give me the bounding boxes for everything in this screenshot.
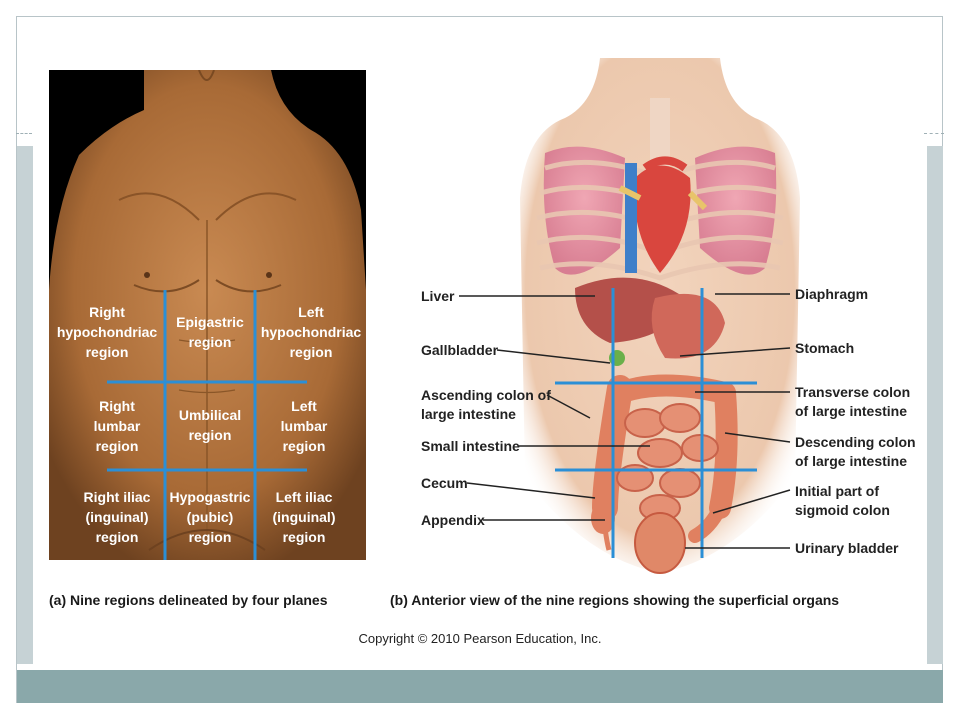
organ-label-right-1: Stomach bbox=[795, 340, 854, 356]
side-bar-right bbox=[927, 146, 943, 664]
organ-label-left-3: Small intestine bbox=[421, 438, 520, 454]
divider-right bbox=[924, 133, 944, 134]
organ-label-left-0: Liver bbox=[421, 288, 455, 304]
divider-left bbox=[16, 133, 32, 134]
caption-b: (b) Anterior view of the nine regions sh… bbox=[390, 592, 840, 608]
organ-label-right-5: Urinary bladder bbox=[795, 540, 899, 556]
caption-a: (a) Nine regions delineated by four plan… bbox=[49, 592, 328, 608]
organ-label-left-5: Appendix bbox=[421, 512, 485, 528]
leader-lines bbox=[459, 293, 791, 549]
copyright: Copyright © 2010 Pearson Education, Inc. bbox=[358, 631, 602, 646]
region-label-6: Right iliac(inguinal)region bbox=[84, 489, 151, 545]
organ-label-right-0: Diaphragm bbox=[795, 286, 868, 302]
organ-label-left-4: Cecum bbox=[421, 475, 468, 491]
bottom-band bbox=[17, 670, 943, 703]
region-label-7: Hypogastric(pubic)region bbox=[170, 489, 251, 545]
side-bar-left bbox=[17, 146, 33, 664]
organ-label-left-1: Gallbladder bbox=[421, 342, 499, 358]
region-label-8: Left iliac(inguinal)region bbox=[273, 489, 336, 545]
